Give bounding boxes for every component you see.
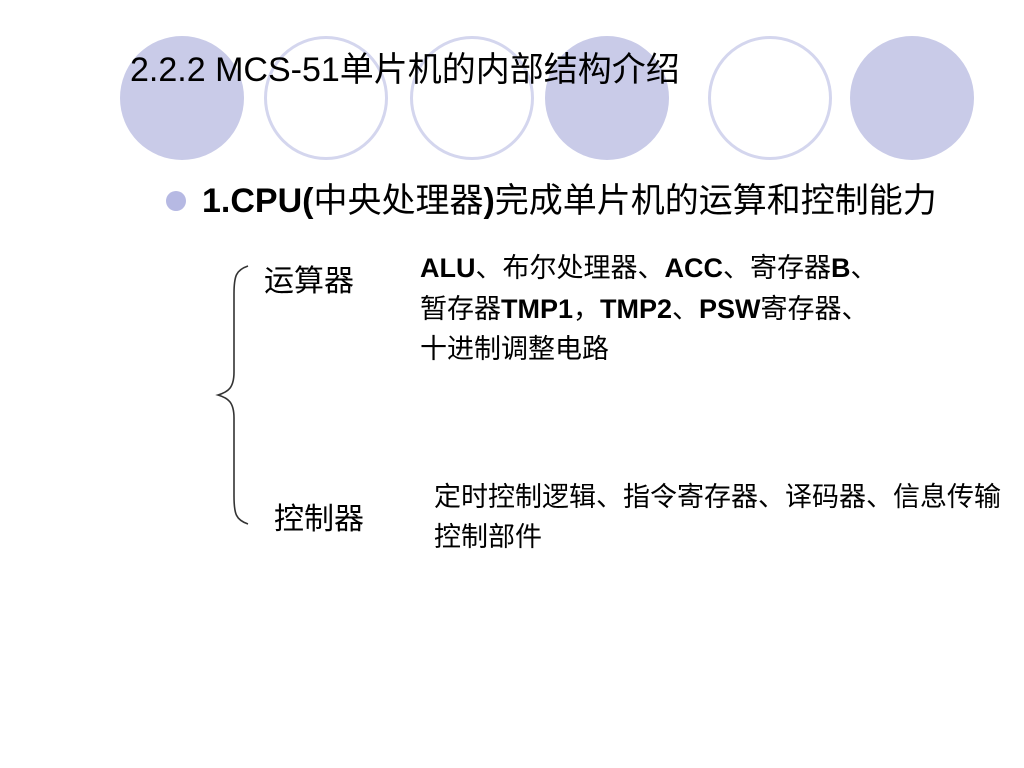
desc-alu-part: 寄存器、十进制调整电路: [420, 294, 869, 365]
decor-circle-3: [850, 36, 974, 160]
desc-alu-part: ALU: [420, 253, 476, 283]
decor-circle-2: [545, 36, 669, 160]
desc-alu-part: 、寄存器: [723, 253, 831, 284]
bullet-cn1: 中央处理器: [313, 181, 484, 221]
brace-icon: [215, 265, 249, 525]
component-desc-controller: 定时控制逻辑、指令寄存器、译码器、信息传输控制部件: [434, 482, 1001, 553]
component-label-controller: 控制器: [274, 502, 364, 537]
component-label-alu: 运算器: [264, 264, 354, 299]
bullet-icon: [166, 191, 186, 211]
desc-alu-part: ，: [573, 294, 601, 325]
desc-alu-part: TMP2: [600, 294, 673, 324]
desc-alu-part: ACC: [664, 253, 724, 283]
desc-alu-part: B: [831, 253, 851, 283]
bullet-cpu: 1.CPU(中央处理器)完成单片机的运算和控制能力: [202, 178, 972, 224]
desc-alu-part: 、: [672, 294, 700, 325]
decor-ring-3: [708, 36, 832, 160]
desc-alu-part: PSW: [699, 294, 761, 324]
desc-alu-part: 、暂存器: [420, 253, 878, 325]
decor-ring-2: [410, 36, 534, 160]
bullet-close: ): [483, 182, 495, 220]
desc-alu-part: 、布尔处理器、: [475, 253, 665, 284]
desc-alu-part: TMP1: [501, 294, 574, 324]
decor-circle-1: [120, 36, 244, 160]
bullet-cn2: 完成单片机的运算和控制能力: [494, 181, 937, 221]
component-desc-alu: ALU、布尔处理器、ACC、寄存器B、暂存器TMP1，TMP2、PSW寄存器、十…: [420, 248, 892, 370]
decor-ring-1: [264, 36, 388, 160]
slide-title: 2.2.2 MCS-51单片机的内部结构介绍: [130, 51, 680, 89]
bullet-prefix: 1.CPU(: [202, 182, 314, 220]
